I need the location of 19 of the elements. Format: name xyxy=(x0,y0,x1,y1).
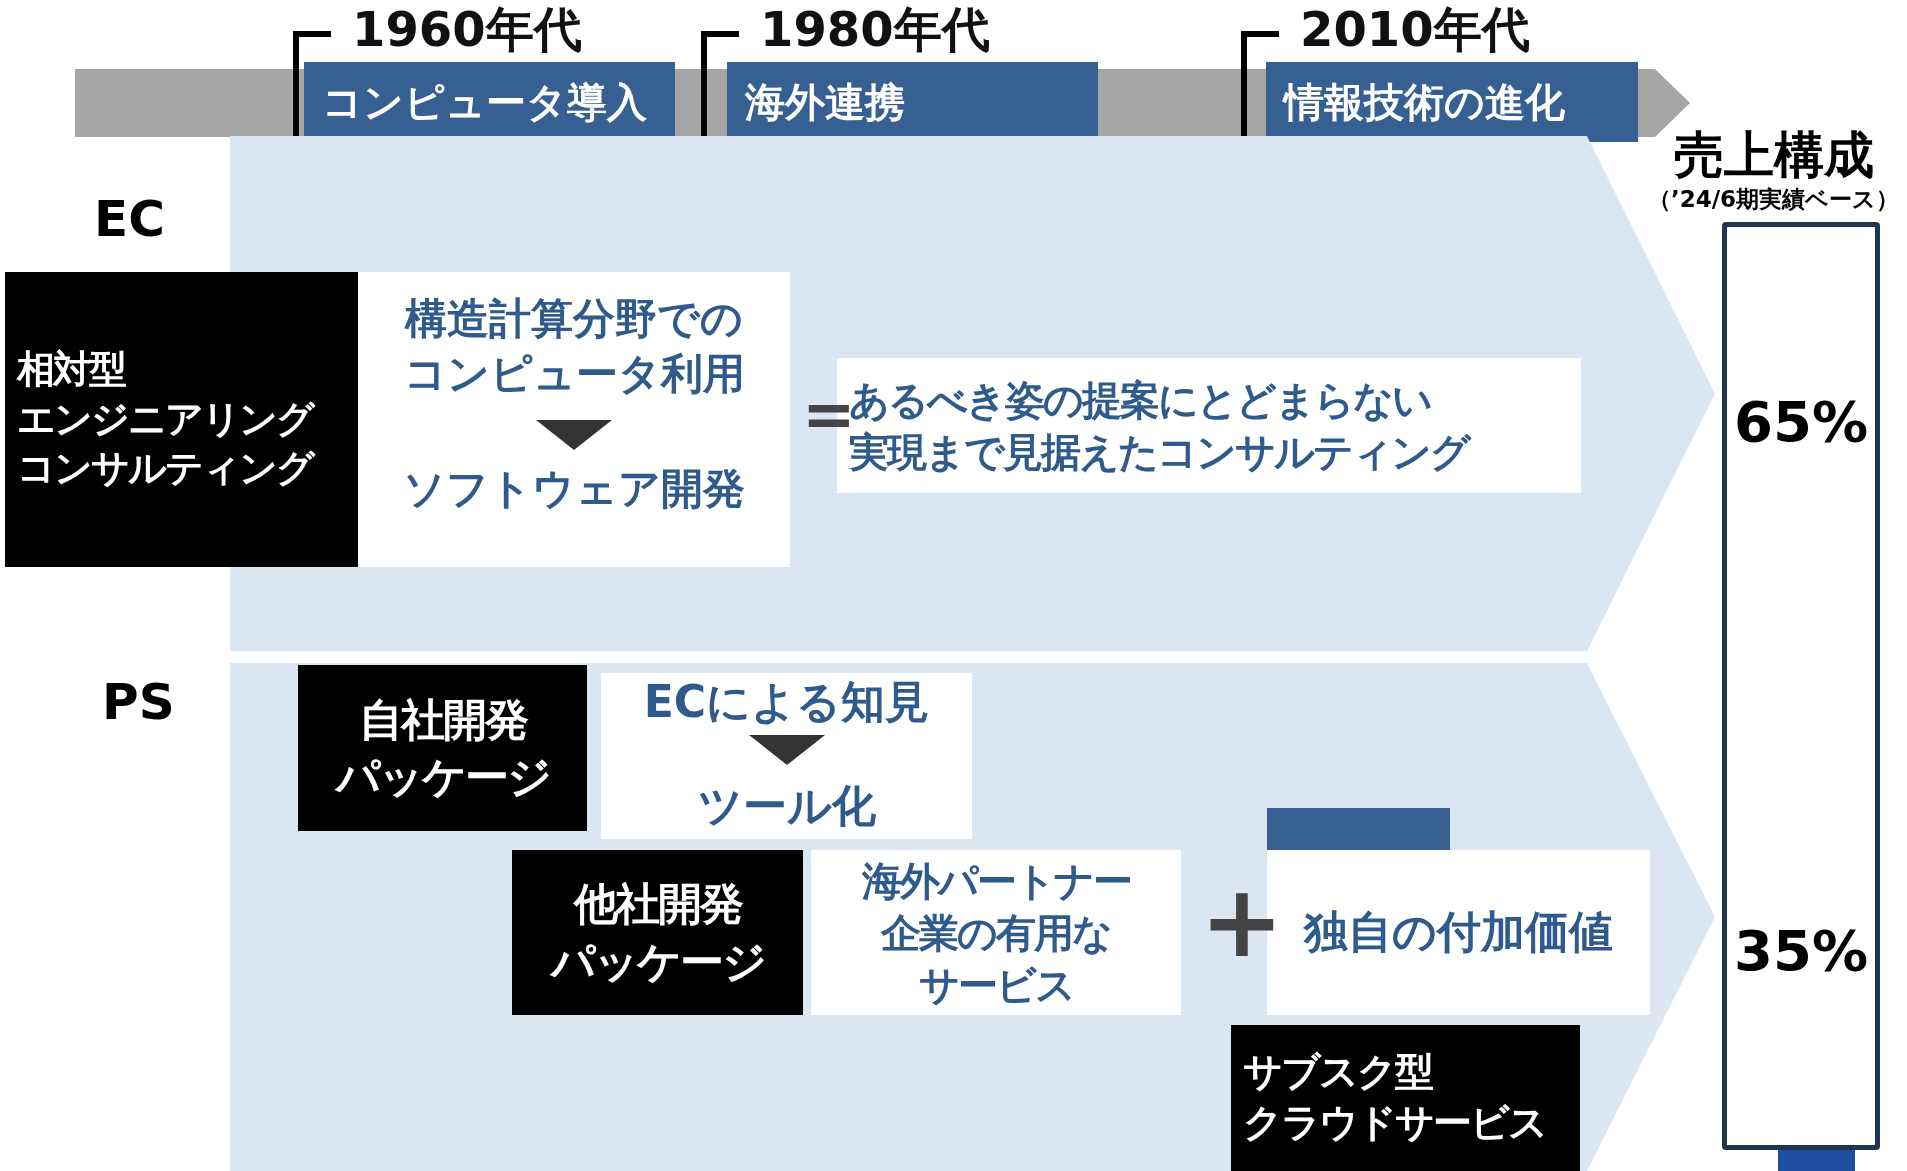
timeline-tab: 情報技術の進化 xyxy=(1266,62,1638,142)
text-line: ECによる知見 xyxy=(643,676,930,727)
service-box: 他社開発パッケージ xyxy=(512,850,803,1015)
text-line: ツール化 xyxy=(697,780,876,831)
service-box: 自社開発パッケージ xyxy=(298,665,587,831)
percentage-label: 35% xyxy=(1733,918,1868,983)
year-label: 1960年代 xyxy=(352,1,582,57)
year-label: 2010年代 xyxy=(1300,1,1530,57)
text-box: 海外パートナー企業の有用なサービス xyxy=(811,850,1181,1015)
text-line: 構造計算分野でのコンピュータ利用 xyxy=(403,294,745,398)
text-line: ソフトウェア開発 xyxy=(403,464,745,513)
year-label: 1980年代 xyxy=(760,1,990,57)
service-box: サブスク型クラウドサービス xyxy=(1231,1025,1580,1171)
chart-title: 売上構成 xyxy=(1673,126,1874,184)
section-label: PS xyxy=(102,673,175,731)
percentage-label: 65% xyxy=(1733,389,1868,454)
service-box: 相対型エンジニアリングコンサルティング xyxy=(5,272,358,567)
chart-subtitle: （’24/6期実績ベース） xyxy=(1647,186,1900,212)
section-label: EC xyxy=(94,190,165,248)
